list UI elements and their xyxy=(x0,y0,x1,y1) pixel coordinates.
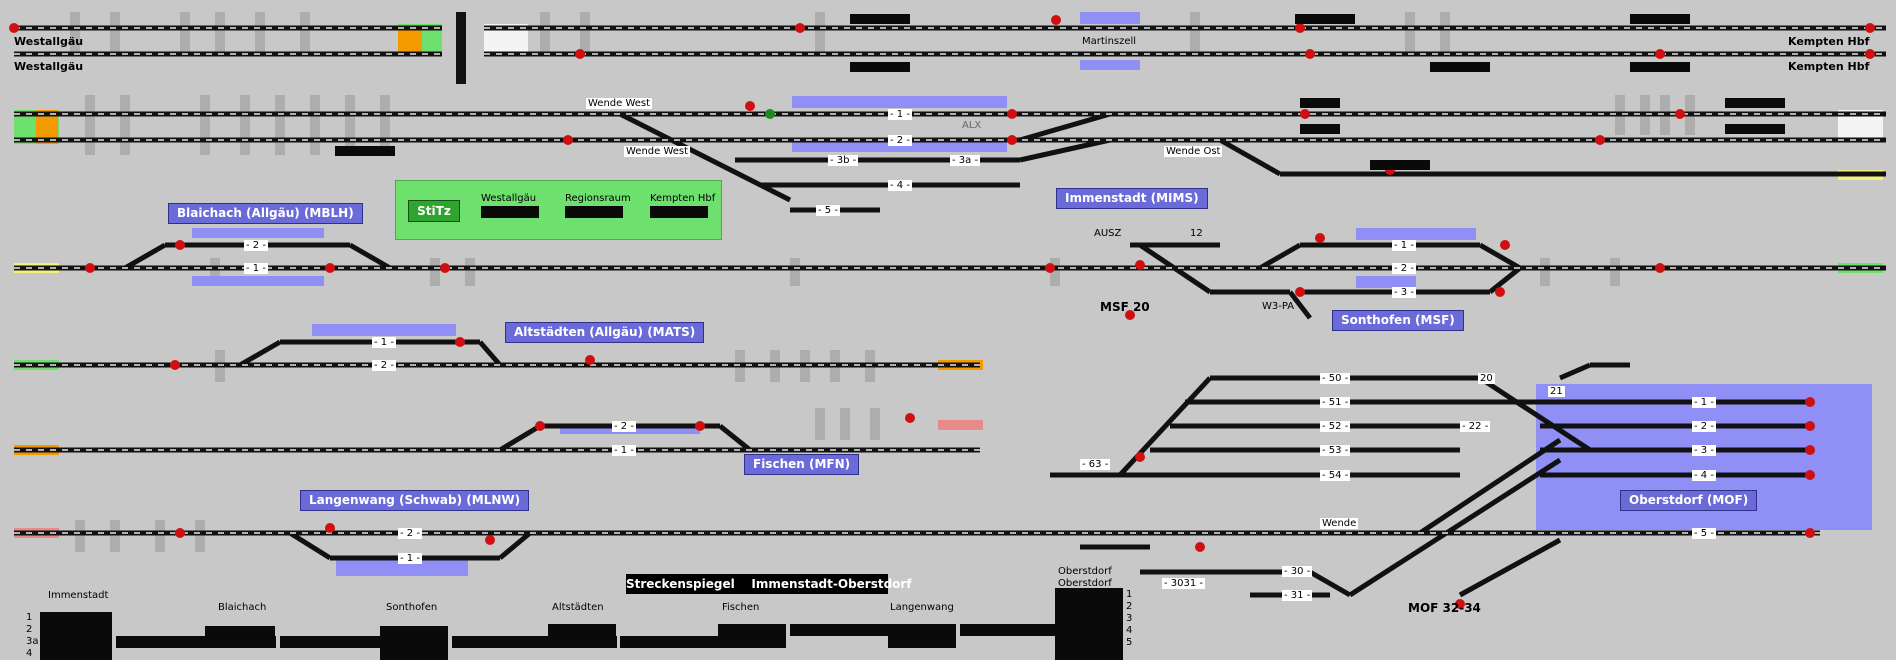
track-num-mof-53: - 53 - xyxy=(1320,445,1351,456)
track-num-bl-1: - 1 - xyxy=(244,263,268,274)
track-num-mlnw-2: - 2 - xyxy=(398,528,422,539)
label-wende-west-1: Wende West xyxy=(586,98,653,109)
label-ausz: AUSZ xyxy=(1094,228,1122,239)
mirror-imm-track-1: 1 xyxy=(26,612,33,623)
endpoint-kempten-2: Kempten Hbf xyxy=(1788,60,1870,73)
track-num-mof-5: - 5 - xyxy=(1692,528,1716,539)
mirror-mof-track-2: 2 xyxy=(1126,601,1133,612)
panel-indicator-westallgaeu[interactable] xyxy=(481,206,539,218)
track-num-mlnw-1: - 1 - xyxy=(398,553,422,564)
track-num-mof-63: - 63 - xyxy=(1080,459,1111,470)
station-oberstdorf[interactable]: Oberstdorf (MOF) xyxy=(1620,490,1758,511)
track-num-mof-20: 20 xyxy=(1478,373,1495,384)
mirror-stop-oberstdorf: Oberstdorf xyxy=(1058,578,1112,589)
mirror-imm-track-3a: 3a xyxy=(26,636,39,647)
mirror-mof-track-3: 3 xyxy=(1126,613,1133,624)
label-twelve: 12 xyxy=(1190,228,1203,239)
track-num-mof-4: - 4 - xyxy=(1692,470,1716,481)
track-num-bl-2: - 2 - xyxy=(244,240,268,251)
track-num-mof-2: - 2 - xyxy=(1692,421,1716,432)
mirror-mof-track-5: 5 xyxy=(1126,637,1133,648)
panel-label-regionsraum: Regionsraum xyxy=(565,193,631,204)
panel-indicator-kempten[interactable] xyxy=(650,206,708,218)
block-indicators xyxy=(335,14,1785,170)
track-num-imm-4: - 4 - xyxy=(888,180,912,191)
station-immenstadt[interactable]: Immenstadt (MIMS) xyxy=(1056,188,1208,209)
station-fischen[interactable]: Fischen (MFN) xyxy=(744,454,860,475)
track-dashes xyxy=(14,27,1886,534)
label-alx: ALX xyxy=(962,120,982,131)
track-num-mof-1: - 1 - xyxy=(1692,397,1716,408)
track-num-msf-1: - 1 - xyxy=(1392,240,1416,251)
mirror-imm-track-2: 2 xyxy=(26,624,33,635)
endpoint-westallgaeu-2: Westallgäu xyxy=(14,60,84,73)
track-num-mof-21: 21 xyxy=(1548,386,1565,397)
track-num-mof-31: - 31 - xyxy=(1282,590,1313,601)
track-num-imm-2: - 2 - xyxy=(888,135,912,146)
track-num-msf-3: - 3 - xyxy=(1392,287,1416,298)
mirror-imm-track-4: 4 xyxy=(26,648,33,659)
station-sonthofen[interactable]: Sonthofen (MSF) xyxy=(1332,310,1464,331)
station-langenwang[interactable]: Langenwang (Schwab) (MLNW) xyxy=(300,490,530,511)
label-wende-west-2: Wende West xyxy=(624,146,691,157)
route-mirror-bars xyxy=(40,588,1123,660)
signals[interactable] xyxy=(9,15,1875,609)
mirror-stop-fischen: Fischen xyxy=(722,602,760,613)
track-num-mfn-2: - 2 - xyxy=(612,421,636,432)
label-oberstdorf-small: Oberstdorf xyxy=(1058,566,1112,577)
label-wende: Wende xyxy=(1320,518,1359,529)
panel-label-westallgaeu: Westallgäu xyxy=(481,193,537,204)
track-num-msf-2: - 2 - xyxy=(1392,263,1416,274)
track-num-imm-3a: - 3a - xyxy=(950,155,981,166)
panel-indicator-regionsraum[interactable] xyxy=(565,206,623,218)
track-num-mof-50: - 50 - xyxy=(1320,373,1351,384)
mirror-stop-altstaedten: Altstädten xyxy=(552,602,604,613)
track-num-mats-2: - 2 - xyxy=(372,360,396,371)
station-martinszell: Martinszell xyxy=(1082,36,1137,47)
label-wende-ost: Wende Ost xyxy=(1164,146,1223,157)
mirror-stop-sonthofen: Sonthofen xyxy=(386,602,438,613)
label-w3pa: W3-PA xyxy=(1262,301,1295,312)
track-num-mof-3: - 3 - xyxy=(1692,445,1716,456)
station-altstaedten[interactable]: Altstädten (Allgäu) (MATS) xyxy=(505,322,705,343)
route-mirror-title: Streckenspiegel Immenstadt-Oberstdorf xyxy=(626,574,912,594)
track-num-mfn-1: - 1 - xyxy=(612,445,636,456)
mirror-mof-track-4: 4 xyxy=(1126,625,1133,636)
label-mof3234: MOF 32-34 xyxy=(1408,601,1481,615)
endpoint-westallgaeu-1: Westallgäu xyxy=(14,35,84,48)
track-num-mof-54: - 54 - xyxy=(1320,470,1351,481)
mirror-stop-blaichach: Blaichach xyxy=(218,602,267,613)
mirror-stop-langenwang: Langenwang xyxy=(890,602,954,613)
track-num-mof-52: - 52 - xyxy=(1320,421,1351,432)
endpoint-kempten-1: Kempten Hbf xyxy=(1788,35,1870,48)
mirror-mof-track-1: 1 xyxy=(1126,589,1133,600)
station-blaichach[interactable]: Blaichach (Allgäu) (MBLH) xyxy=(168,203,363,224)
track-num-imm-5: - 5 - xyxy=(816,205,840,216)
track-num-imm-1: - 1 - xyxy=(888,109,912,120)
stitz-button[interactable]: StiTz xyxy=(408,200,460,222)
track-num-mof-51: - 51 - xyxy=(1320,397,1351,408)
label-msf20: MSF 20 xyxy=(1100,300,1150,314)
mirror-stop-immenstadt: Immenstadt xyxy=(48,590,109,601)
free-sections xyxy=(484,24,1883,140)
track-num-mof-22: - 22 - xyxy=(1460,421,1491,432)
panel-label-kempten: Kempten Hbf xyxy=(650,193,716,204)
track-num-imm-3b: - 3b - xyxy=(828,155,859,166)
track-num-mats-1: - 1 - xyxy=(372,337,396,348)
track-num-mof-30: - 30 - xyxy=(1282,566,1313,577)
track-num-mof-3031: - 3031 - xyxy=(1162,578,1206,589)
